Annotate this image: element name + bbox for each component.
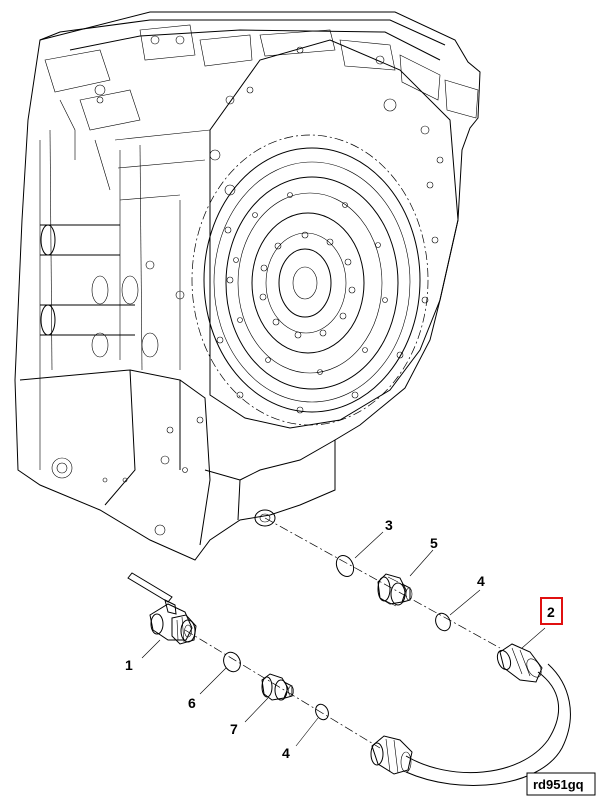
housing-drain-port	[254, 509, 276, 527]
o-ring-lower	[223, 651, 241, 673]
callout-7: 7	[230, 721, 238, 737]
callout-6: 6	[188, 695, 196, 711]
callout-4-upper: 4	[477, 573, 485, 589]
o-ring-upper	[335, 554, 355, 578]
callout-5: 5	[430, 535, 438, 551]
adapter-fitting	[377, 573, 413, 607]
drawing-id-tag: rd951gq	[526, 772, 596, 796]
hose-assembly	[370, 643, 571, 786]
callout-3: 3	[385, 517, 393, 533]
callout-2: 2	[547, 604, 555, 620]
drawing-id: rd951gq	[533, 777, 584, 792]
o-ring-lower-right	[315, 703, 329, 721]
leader-lines	[141, 531, 546, 747]
callout-1: 1	[125, 657, 133, 673]
flywheel-bolt-holes	[233, 192, 388, 375]
transmission-housing	[14, 11, 481, 561]
adapter-fitting-lower	[261, 673, 294, 701]
assembly-center-lines	[184, 517, 501, 749]
o-ring-upper-right	[435, 612, 451, 632]
callout-2-highlight: 2	[540, 597, 563, 625]
callout-4-lower: 4	[282, 745, 290, 761]
ball-valve	[127, 572, 197, 645]
